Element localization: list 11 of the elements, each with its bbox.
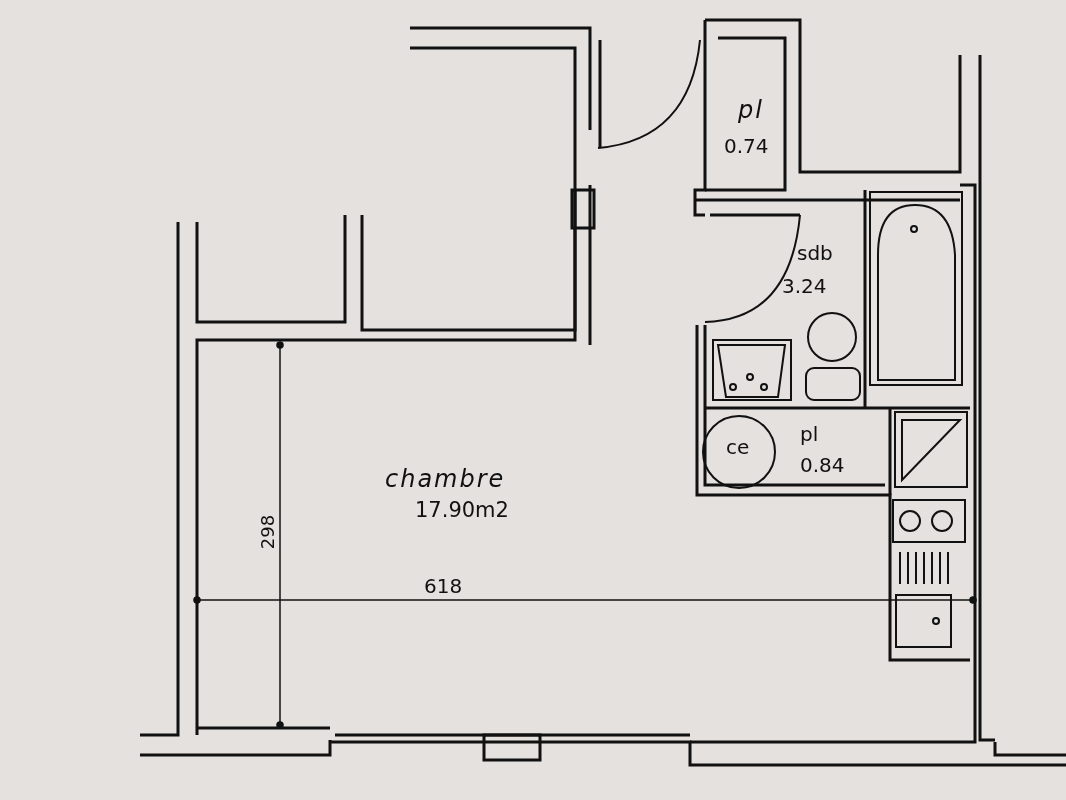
room-label: sdb: [797, 243, 833, 263]
area-value: 17.90m2: [415, 500, 509, 521]
area-value: 0.84: [800, 455, 845, 475]
room-label: chambre: [385, 467, 506, 491]
room-label: pl: [800, 424, 819, 444]
room-label: pl: [738, 98, 764, 122]
area-value: 3.24: [782, 276, 827, 296]
area-value: 0.74: [724, 136, 769, 156]
dimension-value: 618: [424, 576, 463, 596]
room-label: ce: [726, 437, 750, 457]
dimension-value: 298: [259, 514, 278, 550]
